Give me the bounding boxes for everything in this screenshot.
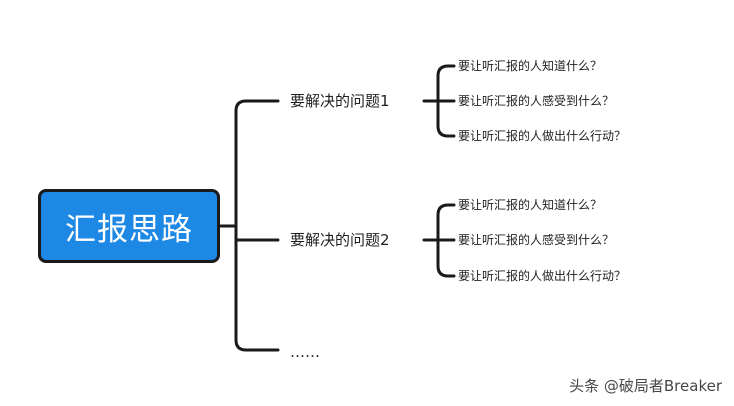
branch-1-leaf-3[interactable]: 要让听汇报的人做出什么行动？ bbox=[458, 129, 627, 143]
branch-2-node[interactable]: 要解决的问题2 bbox=[290, 231, 390, 249]
watermark: 头条 @破局者Breaker bbox=[569, 377, 722, 395]
branch-3-node[interactable]: …… bbox=[290, 343, 320, 361]
branch-2-leaf-3[interactable]: 要让听汇报的人做出什么行动？ bbox=[458, 269, 627, 283]
branch-1-node[interactable]: 要解决的问题1 bbox=[290, 92, 390, 110]
branch-1-leaf-1[interactable]: 要让听汇报的人知道什么？ bbox=[458, 59, 603, 73]
root-node[interactable]: 汇报思路 bbox=[38, 189, 220, 263]
trunk-line bbox=[234, 99, 280, 352]
branch-2-leaf-1[interactable]: 要让听汇报的人知道什么？ bbox=[458, 198, 603, 212]
root-node-label: 汇报思路 bbox=[65, 211, 193, 248]
branch-1-leaf-2[interactable]: 要让听汇报的人感受到什么？ bbox=[458, 94, 615, 108]
branch-2-leaf-2[interactable]: 要让听汇报的人感受到什么？ bbox=[458, 233, 615, 247]
